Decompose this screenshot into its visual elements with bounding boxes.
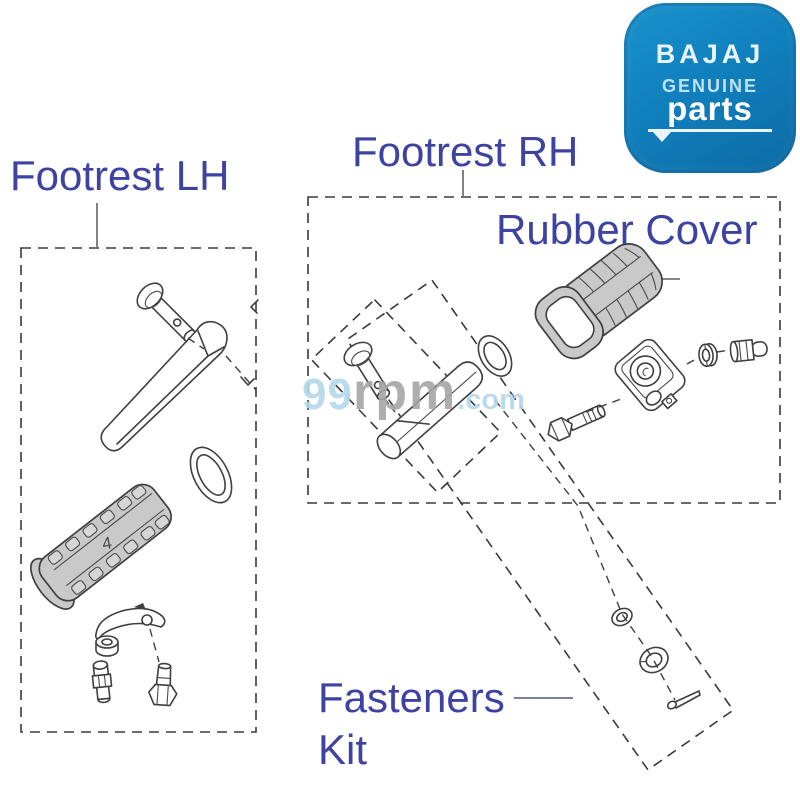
footrest-bracket-lh xyxy=(100,320,228,452)
cotter-pin xyxy=(666,690,701,710)
clevis-pin-rh xyxy=(343,341,391,401)
logo-genuine-text: GENUINE xyxy=(661,76,758,96)
label-fasteners-kit: Fasteners Kit xyxy=(318,672,505,776)
footrest-arm-rh xyxy=(376,361,484,460)
mount-plate-rh xyxy=(614,338,686,412)
dash-bolt-plate-rh xyxy=(585,398,622,413)
footrest-lh-box xyxy=(20,247,257,733)
socket-bolt-rh xyxy=(729,338,768,363)
bush-nut-lh xyxy=(95,635,119,657)
pin-sub-box xyxy=(310,298,502,494)
logo-chevron-down-icon xyxy=(653,132,671,142)
dash-fasteners-centerline xyxy=(494,399,676,701)
oval-gasket-lh xyxy=(189,446,233,504)
dash-bracket-out-lh xyxy=(225,355,257,391)
logo-parts-text: parts xyxy=(667,90,753,127)
edge-arrow-marks xyxy=(240,299,259,386)
stud-bolt-lh xyxy=(91,660,113,704)
label-rubber-cover: Rubber Cover xyxy=(496,206,758,253)
dash-lever-bolt-lh xyxy=(149,628,160,663)
rubber-cover-rh xyxy=(534,243,663,360)
label-footrest-rh: Footrest RH xyxy=(352,128,579,175)
dash-plate-washer-bolt-rh xyxy=(686,349,732,365)
logo-brand-text: BAJAJ xyxy=(655,39,765,69)
dash-pin-arm-rh xyxy=(383,397,396,413)
pad-marking: 4 xyxy=(101,533,114,553)
hex-bolt-rh xyxy=(547,404,606,442)
label-fasteners-line1: Fasteners xyxy=(318,674,505,721)
cam-lever-lh xyxy=(95,603,166,640)
label-fasteners-line2: Kit xyxy=(318,726,368,773)
oval-gasket-rh xyxy=(477,335,513,377)
logo-underline xyxy=(648,129,772,142)
fasteners-kit-box xyxy=(345,279,735,771)
bajaj-genuine-parts-logo: BAJAJ GENUINE parts xyxy=(624,3,796,173)
footrest-rh-box xyxy=(307,196,781,504)
grommet-washer-rh xyxy=(698,343,718,367)
label-footrest-lh: Footrest LH xyxy=(10,152,230,199)
plain-washer xyxy=(611,607,633,627)
hex-bolt-lh xyxy=(148,662,178,707)
spring-washer xyxy=(639,646,669,674)
dash-pin-bracket-lh xyxy=(187,337,205,350)
rubber-pad-lh: 4 xyxy=(30,483,172,610)
